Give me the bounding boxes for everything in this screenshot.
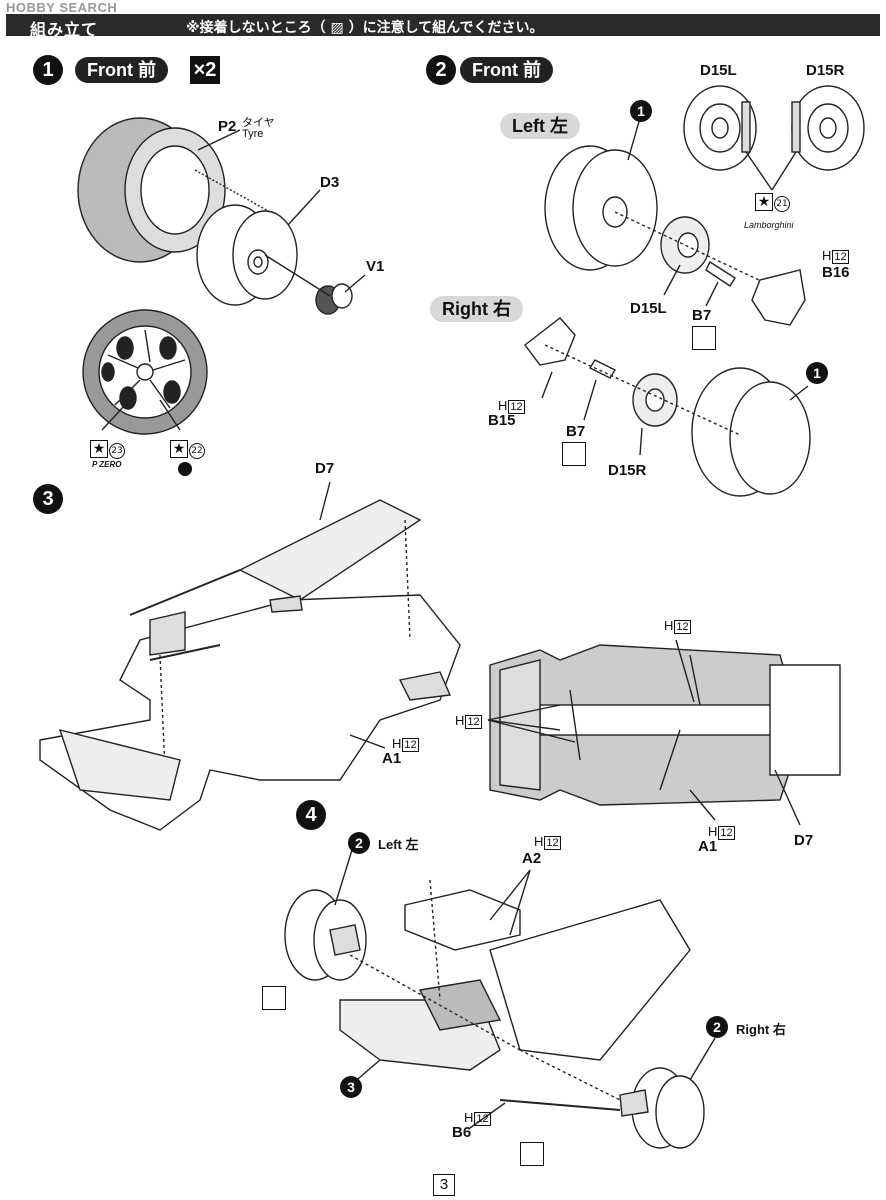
final-assembly-drawing [284, 879, 705, 1149]
decal-number: 21 [774, 196, 790, 212]
part-d7-right-label: D7 [794, 832, 814, 849]
part-b7-bottom-label: B7 [566, 423, 586, 440]
page-number: 3 [433, 1174, 455, 1196]
pzero-logo-text: P ZERO [92, 460, 122, 469]
ref-step-1-bottom: 1 [806, 362, 828, 384]
step4-left-label: Left 左 [378, 837, 419, 852]
quantity-badge: ×2 [190, 56, 220, 84]
ref-step-1-top: 1 [630, 100, 652, 122]
lamborghini-logo-text: Lamborghini [744, 220, 794, 230]
watermark: HOBBY SEARCH [6, 0, 118, 15]
ref-step-3: 3 [340, 1076, 362, 1098]
no-glue-icon [262, 986, 286, 1010]
star-icon: ★ [90, 440, 108, 458]
no-glue-icon [562, 442, 586, 466]
chassis-tub-left-drawing [39, 499, 461, 831]
part-a1-right-label: A1 [698, 838, 718, 855]
decal-21-marker: ★21 [755, 193, 790, 212]
part-b16-label: B16 [822, 264, 850, 281]
part-a2-label: A2 [522, 850, 542, 867]
right-wheel-assembly-drawing [524, 317, 811, 497]
step-3-number: 3 [33, 484, 63, 514]
part-d15l-label: D15L [630, 300, 667, 317]
part-b15-label: B15 [488, 412, 516, 429]
right-label: Right 右 [430, 296, 523, 322]
part-p2-label: P2 [218, 118, 237, 135]
header-bar [6, 14, 880, 36]
part-b6-label: B6 [452, 1124, 472, 1141]
part-p2-en-label: Tyre [242, 128, 264, 140]
step4-right-label: Right 右 [736, 1022, 786, 1037]
decal-23-marker: ★23 [90, 440, 125, 459]
chassis-topview-drawing [489, 644, 841, 806]
brake-disc-left-drawing [683, 85, 757, 171]
brake-disc-right-drawing [791, 85, 865, 171]
section-title: 組み立て [30, 20, 99, 39]
no-glue-icon [520, 1142, 544, 1166]
emblem-icon [178, 462, 192, 476]
part-d3-label: D3 [320, 174, 340, 191]
star-icon: ★ [755, 193, 773, 211]
part-v1-label: V1 [366, 258, 385, 275]
step-1-number: 1 [33, 55, 63, 85]
cap-v1-drawing [315, 283, 353, 315]
step-2-number: 2 [426, 55, 456, 85]
glue-warning-note: ※接着しないところ（ ▨ ）に注意して組んでください。 [186, 20, 544, 36]
ref-step-2-right: 2 [706, 1016, 728, 1038]
decal-number: 22 [189, 443, 205, 459]
no-glue-icon [692, 326, 716, 350]
decal-22-marker: ★22 [170, 440, 205, 459]
ref-step-2-left: 2 [348, 832, 370, 854]
finished-wheel-drawing [82, 309, 208, 435]
part-d15r-label: D15R [608, 462, 647, 479]
page-header: HOBBY SEARCH 組み立て ※接着しないところ（ ▨ ）に注意して組んで… [0, 0, 886, 39]
part-a1-left-label: A1 [382, 750, 402, 767]
star-icon: ★ [170, 440, 188, 458]
left-wheel-assembly-drawing [544, 145, 806, 326]
tyre-p2-drawing [77, 117, 226, 263]
left-label: Left 左 [500, 113, 580, 139]
wheel-d3-drawing [196, 204, 298, 306]
decal-number: 23 [109, 443, 125, 459]
part-b7-top-label: B7 [692, 307, 712, 324]
part-d15r-top-label: D15R [806, 62, 845, 79]
step-4-number: 4 [296, 800, 326, 830]
part-d15l-top-label: D15L [700, 62, 737, 79]
step-1-front-label: Front 前 [75, 57, 168, 83]
step-2-front-label: Front 前 [460, 57, 553, 83]
part-p2-jp-label: タイヤ [242, 117, 275, 129]
part-d7-left-label: D7 [315, 460, 335, 477]
